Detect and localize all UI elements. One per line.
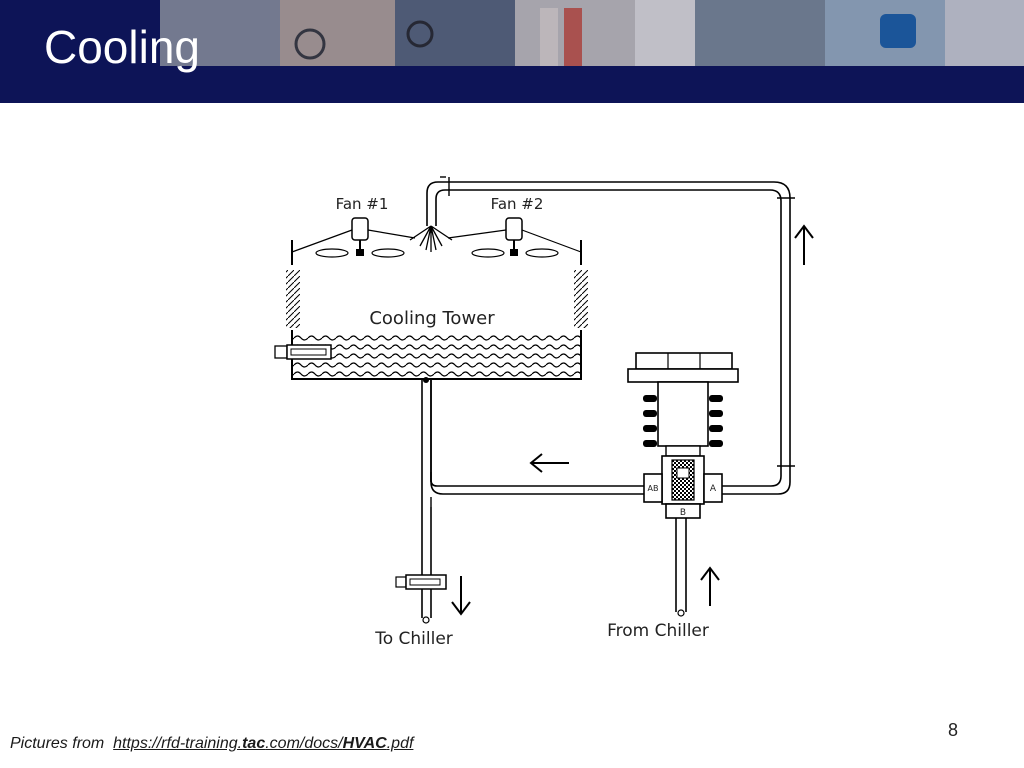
- flow-arrow-left: [529, 453, 569, 473]
- from-chiller-label: From Chiller: [607, 621, 709, 641]
- source-link-part: .pdf: [386, 735, 414, 752]
- right-louver: [574, 270, 588, 328]
- fan-1-label: Fan #1: [336, 195, 389, 213]
- cooling-tower-label: Cooling Tower: [369, 308, 495, 329]
- three-way-valve: [627, 352, 739, 617]
- flow-arrow-up-return: [794, 224, 814, 265]
- flow-arrow-down-to-chiller: [451, 576, 471, 616]
- source-link-part: tac: [242, 735, 266, 752]
- makeup-valve: [274, 344, 332, 360]
- return-pipe: [426, 181, 791, 495]
- header-band: Cooling: [0, 0, 1024, 103]
- tower-frame: [291, 229, 582, 265]
- valve-port-ab: AB: [648, 484, 659, 493]
- valve-port-a: A: [710, 484, 717, 494]
- source-link-part: https://rfd-training.: [113, 735, 243, 752]
- slide-title: Cooling: [44, 21, 200, 73]
- source-prefix: Pictures from: [10, 735, 105, 752]
- source-link-part: HVAC: [342, 735, 387, 752]
- to-chiller-label: To Chiller: [374, 629, 453, 649]
- left-louver: [286, 270, 300, 328]
- fan-2-label: Fan #2: [491, 195, 544, 213]
- valve-port-b: B: [680, 508, 686, 518]
- page-number: 8: [948, 720, 959, 740]
- source-citation: Pictures from https://rfd-training.tac.c…: [10, 735, 413, 753]
- header-photo-strip: [160, 0, 1024, 66]
- spray-nozzle: [409, 225, 453, 252]
- source-link-part: .com/docs/: [265, 735, 343, 752]
- fan-1: [315, 217, 405, 258]
- source-link[interactable]: https://rfd-training.tac.com/docs/HVAC.p…: [113, 735, 413, 752]
- tower-basin: [291, 330, 582, 380]
- flow-arrow-up-from-chiller: [700, 566, 720, 606]
- supply-pipe: [421, 380, 644, 618]
- fan-2: [471, 217, 559, 258]
- bottom-valve: [395, 574, 447, 590]
